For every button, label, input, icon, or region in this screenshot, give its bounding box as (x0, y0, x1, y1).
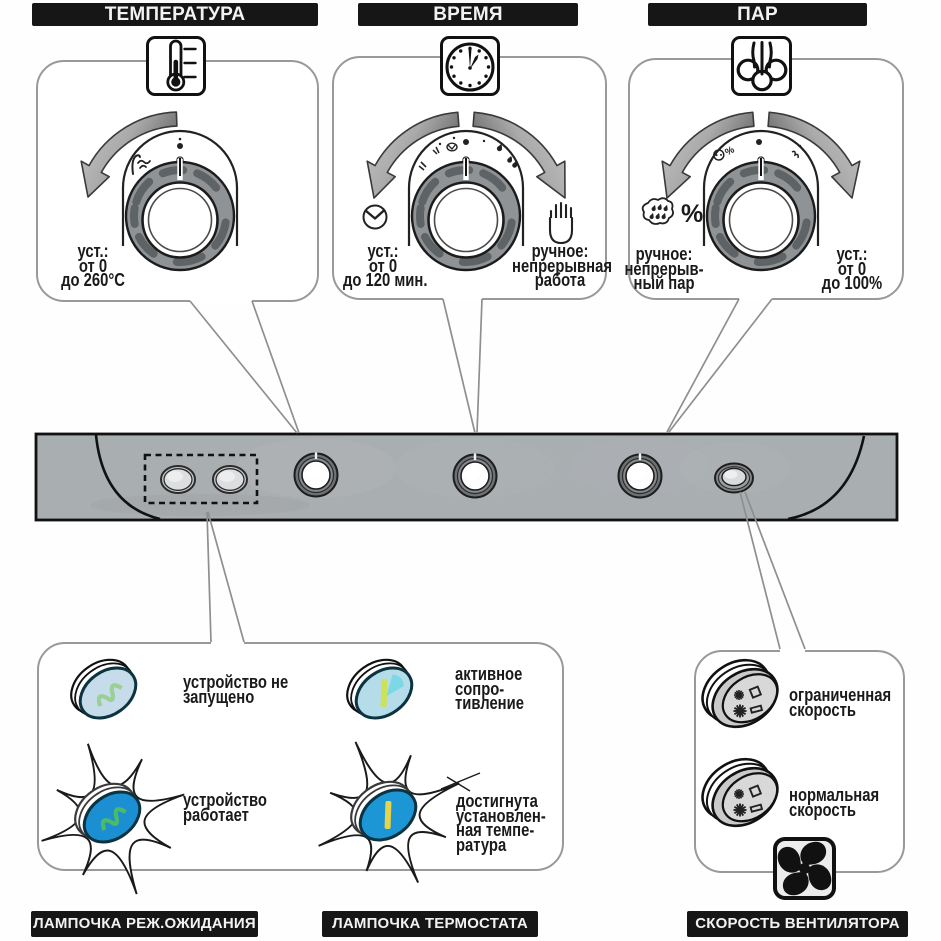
svg-text:%: % (681, 200, 703, 228)
